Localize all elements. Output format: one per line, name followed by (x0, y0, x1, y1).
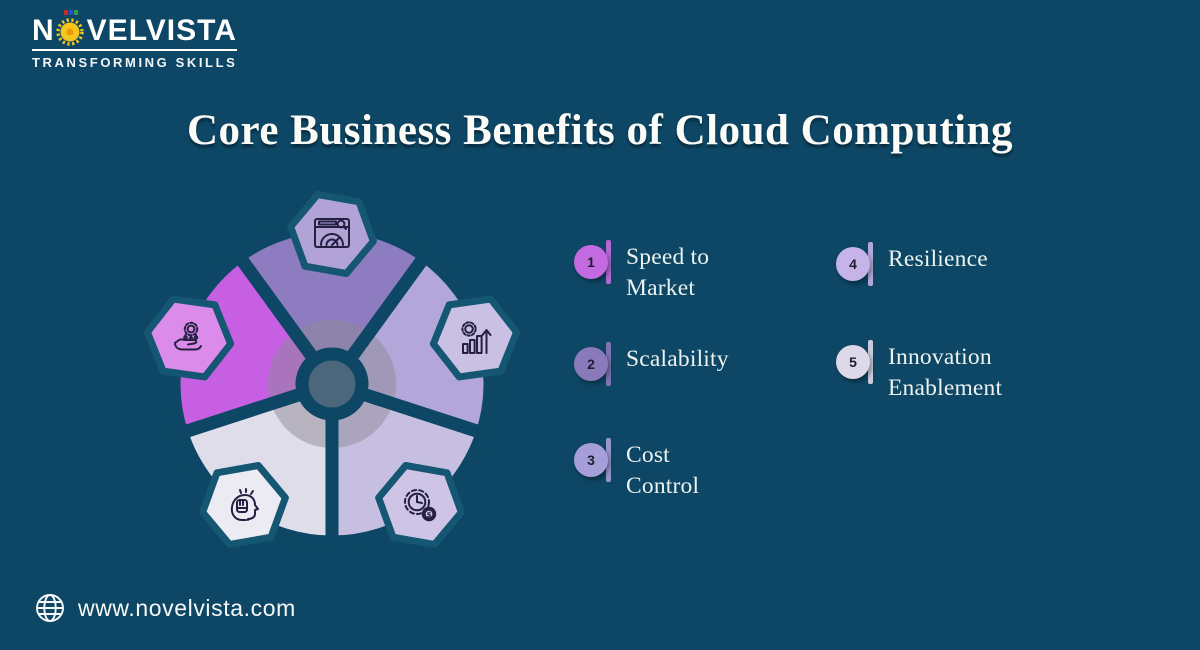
number-badge: 4 (836, 242, 876, 288)
badge-number: 5 (836, 345, 870, 379)
badge-bar (606, 240, 611, 284)
novelvista-logo: N VELVISTA TRANSFORMING SKILLS (32, 10, 238, 70)
growth-gear-icon (461, 321, 492, 354)
badge-number: 4 (836, 247, 870, 281)
legend-label: Resilience (888, 246, 988, 272)
segment-divider (343, 249, 497, 440)
badge-number: 1 (574, 245, 608, 279)
sun-icon (55, 10, 86, 46)
badge-number: 3 (574, 443, 608, 477)
globe-icon (34, 592, 66, 624)
svg-text:$: $ (427, 511, 432, 519)
segment-divider (167, 249, 321, 440)
badge-bar (606, 438, 611, 482)
number-badge: 5 (836, 340, 876, 386)
center-overlay-circle (268, 320, 396, 448)
footer: www.novelvista.com (34, 592, 296, 624)
legend-item-cost-control: 3 Cost Control (574, 438, 738, 503)
hex-badge-right (429, 295, 521, 381)
legend-item-resilience: 4 Resilience (836, 242, 988, 288)
segment-divider (175, 386, 339, 549)
logo-tagline: TRANSFORMING SKILLS (32, 55, 238, 70)
segment-divider (232, 219, 432, 367)
hex-badge-bottom-right (375, 462, 465, 548)
logo-figure-dots (63, 10, 78, 15)
logo-divider (32, 49, 238, 51)
badge-bar (868, 242, 873, 286)
logo-text-prefix: N (32, 14, 55, 47)
logo-text-suffix: VELVISTA (86, 14, 237, 47)
pie-segment-top (239, 226, 425, 360)
badge-bar (606, 342, 611, 386)
legend-label: Cost Control (626, 442, 700, 500)
legend-label: Speed to Market (626, 244, 710, 302)
logo-wordmark: N VELVISTA (32, 10, 237, 47)
segment-divider (325, 386, 489, 549)
number-badge: 3 (574, 438, 614, 484)
cost-efficiency-icon: $ (404, 489, 437, 522)
cloud-benefits-wheel: $ (140, 188, 525, 568)
speedometer-browser-icon (314, 218, 350, 248)
legend-item-speed-to-market: 1 Speed to Market (574, 240, 738, 305)
legend-item-innovation-enablement: 5 Innovation Enablement (836, 340, 1050, 405)
legend-label: Scalability (626, 346, 729, 372)
legend-item-scalability: 2 Scalability (574, 342, 729, 388)
badge-number: 2 (574, 347, 608, 381)
segment-dividers (167, 219, 497, 549)
website-url: www.novelvista.com (78, 594, 296, 621)
number-badge: 2 (574, 342, 614, 388)
legend-label: Innovation Enablement (888, 344, 1003, 402)
page-title: Core Business Benefits of Cloud Computin… (186, 107, 1014, 154)
resilience-fist-icon (230, 488, 259, 521)
badge-bar (868, 340, 873, 384)
number-badge: 1 (574, 240, 614, 286)
hand-gear-icon (174, 321, 202, 351)
